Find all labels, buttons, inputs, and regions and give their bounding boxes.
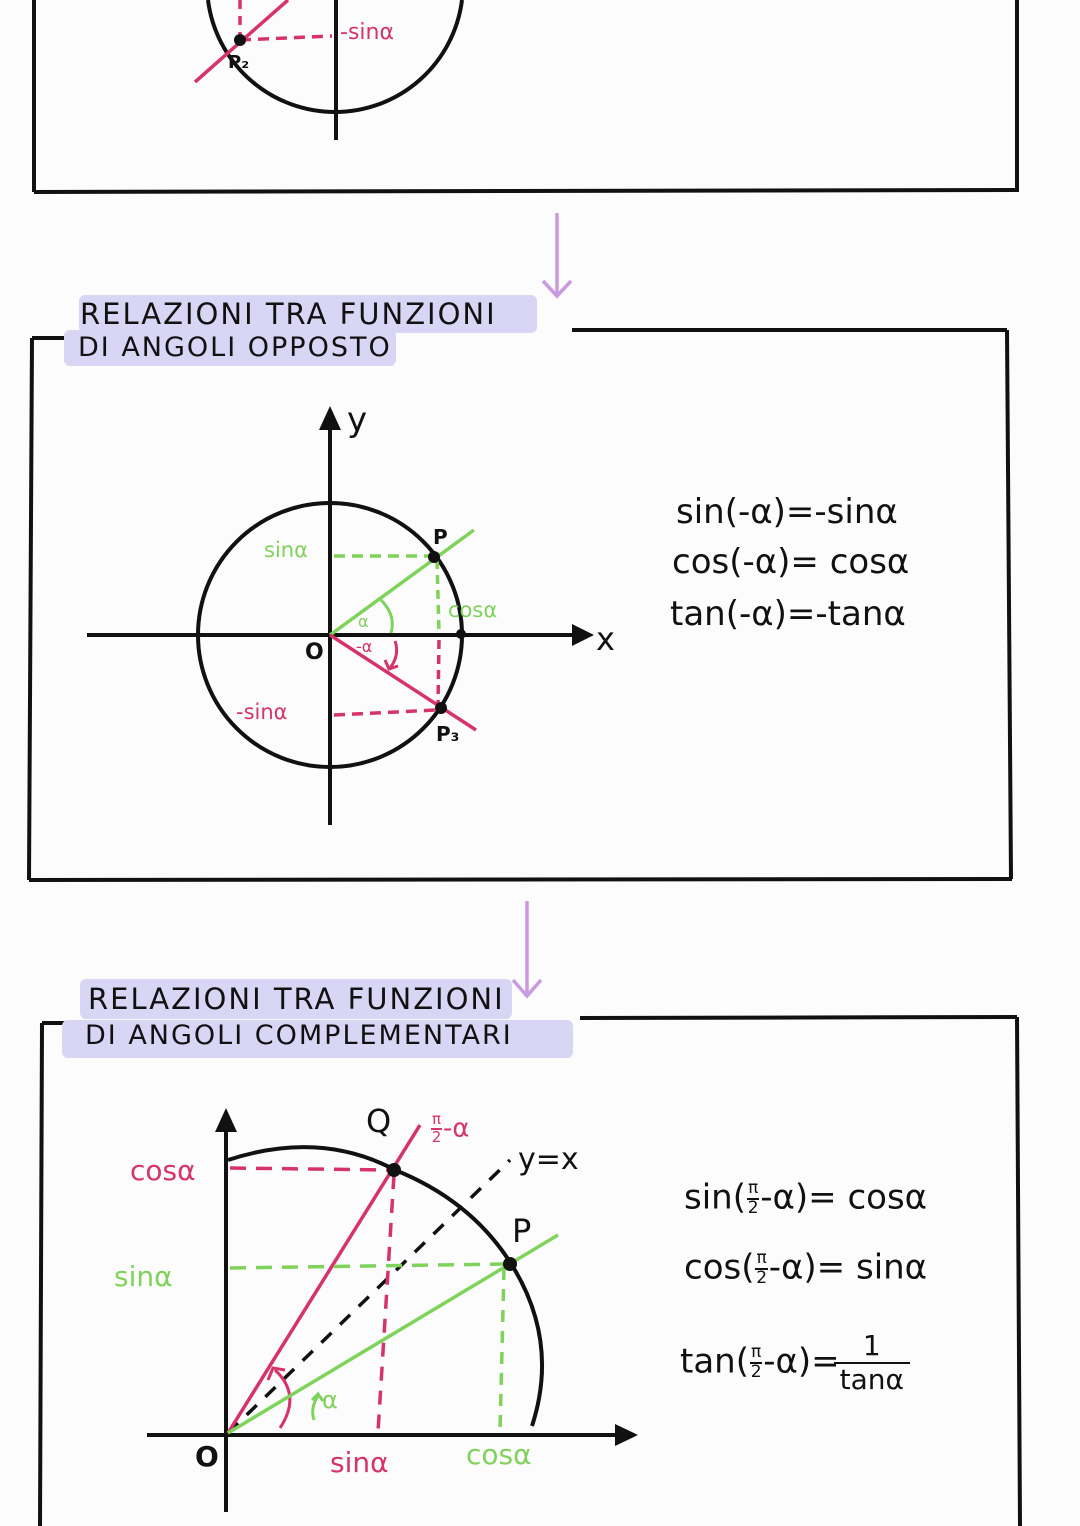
sin-x-axis-label: sinα bbox=[330, 1446, 389, 1479]
complement-angle-label: π 2 -α bbox=[430, 1110, 470, 1146]
origin-label: O bbox=[305, 640, 324, 665]
title-highlight bbox=[62, 1020, 573, 1058]
top-neg-sin-label: -sinα bbox=[340, 20, 394, 45]
point-q-label: Q bbox=[366, 1102, 392, 1140]
point-p-label: P bbox=[433, 525, 448, 549]
formula-cos-opposite: cos(-α)= cosα bbox=[672, 542, 910, 582]
opposite-section-frame bbox=[27, 328, 1013, 882]
formula-tan-opposite: tan(-α)=-tanα bbox=[670, 594, 906, 634]
formula-rest: -α)= bbox=[763, 1341, 840, 1382]
denominator: tanα bbox=[839, 1363, 905, 1397]
title-highlight bbox=[80, 979, 512, 1019]
pi: π bbox=[749, 1342, 763, 1365]
sin-y-axis-label: sinα bbox=[114, 1260, 173, 1293]
cos-x-axis-label: cosα bbox=[466, 1438, 532, 1471]
title-line-1: RELAZIONI TRA FUNZIONI bbox=[88, 982, 505, 1016]
top-unit-circle bbox=[193, 0, 464, 140]
title-line-1: RELAZIONI TRA FUNZIONI bbox=[80, 297, 497, 331]
cos-label: cosα bbox=[448, 598, 498, 622]
title-highlight bbox=[64, 330, 396, 366]
minus-alpha: -α bbox=[443, 1113, 470, 1144]
formula-rest: -α)= sinα bbox=[768, 1247, 928, 1288]
sin-label: sinα bbox=[264, 538, 308, 562]
formula-rest: -α)= cosα bbox=[760, 1177, 928, 1218]
fn-name: sin bbox=[684, 1177, 733, 1218]
title-line-2: DI ANGOLI COMPLEMENTARI bbox=[85, 1020, 513, 1051]
angle-alpha-label: α bbox=[358, 612, 369, 631]
opposite-unit-circle-diagram bbox=[87, 406, 594, 825]
title-highlight bbox=[79, 295, 537, 333]
point-p3-label: P₃ bbox=[436, 722, 460, 746]
fn-name: tan bbox=[680, 1341, 736, 1382]
pi: π bbox=[746, 1178, 760, 1200]
complementary-quadrant-diagram bbox=[147, 1108, 638, 1512]
flow-arrow-2 bbox=[511, 901, 543, 999]
two: 2 bbox=[756, 1267, 768, 1288]
angle-neg-alpha-label: -α bbox=[356, 637, 373, 656]
origin-label: O bbox=[195, 1440, 219, 1473]
angle-alpha-label: α bbox=[322, 1386, 338, 1414]
axis-x-label: x bbox=[596, 620, 615, 658]
pi-numerator: π bbox=[431, 1110, 443, 1130]
line-y-equals-x-label: y=x bbox=[518, 1142, 579, 1177]
two: 2 bbox=[747, 1197, 759, 1218]
top-section-frame bbox=[32, 0, 1019, 194]
top-point-p2-label: P₂ bbox=[228, 52, 250, 73]
cos-y-axis-label: cosα bbox=[130, 1154, 196, 1187]
neg-sin-label: -sinα bbox=[236, 700, 288, 724]
two: 2 bbox=[750, 1362, 762, 1383]
fn-name: cos bbox=[684, 1247, 742, 1288]
axis-y-label: y bbox=[347, 400, 368, 440]
point-p-label: P bbox=[512, 1212, 532, 1250]
formula-sin-opposite: sin(-α)=-sinα bbox=[676, 492, 898, 532]
title-line-2: DI ANGOLI OPPOSTO bbox=[78, 332, 392, 363]
flow-arrow-1 bbox=[541, 213, 573, 299]
pi: π bbox=[755, 1248, 768, 1270]
two-denominator: 2 bbox=[431, 1127, 442, 1146]
numerator: 1 bbox=[833, 1329, 911, 1365]
